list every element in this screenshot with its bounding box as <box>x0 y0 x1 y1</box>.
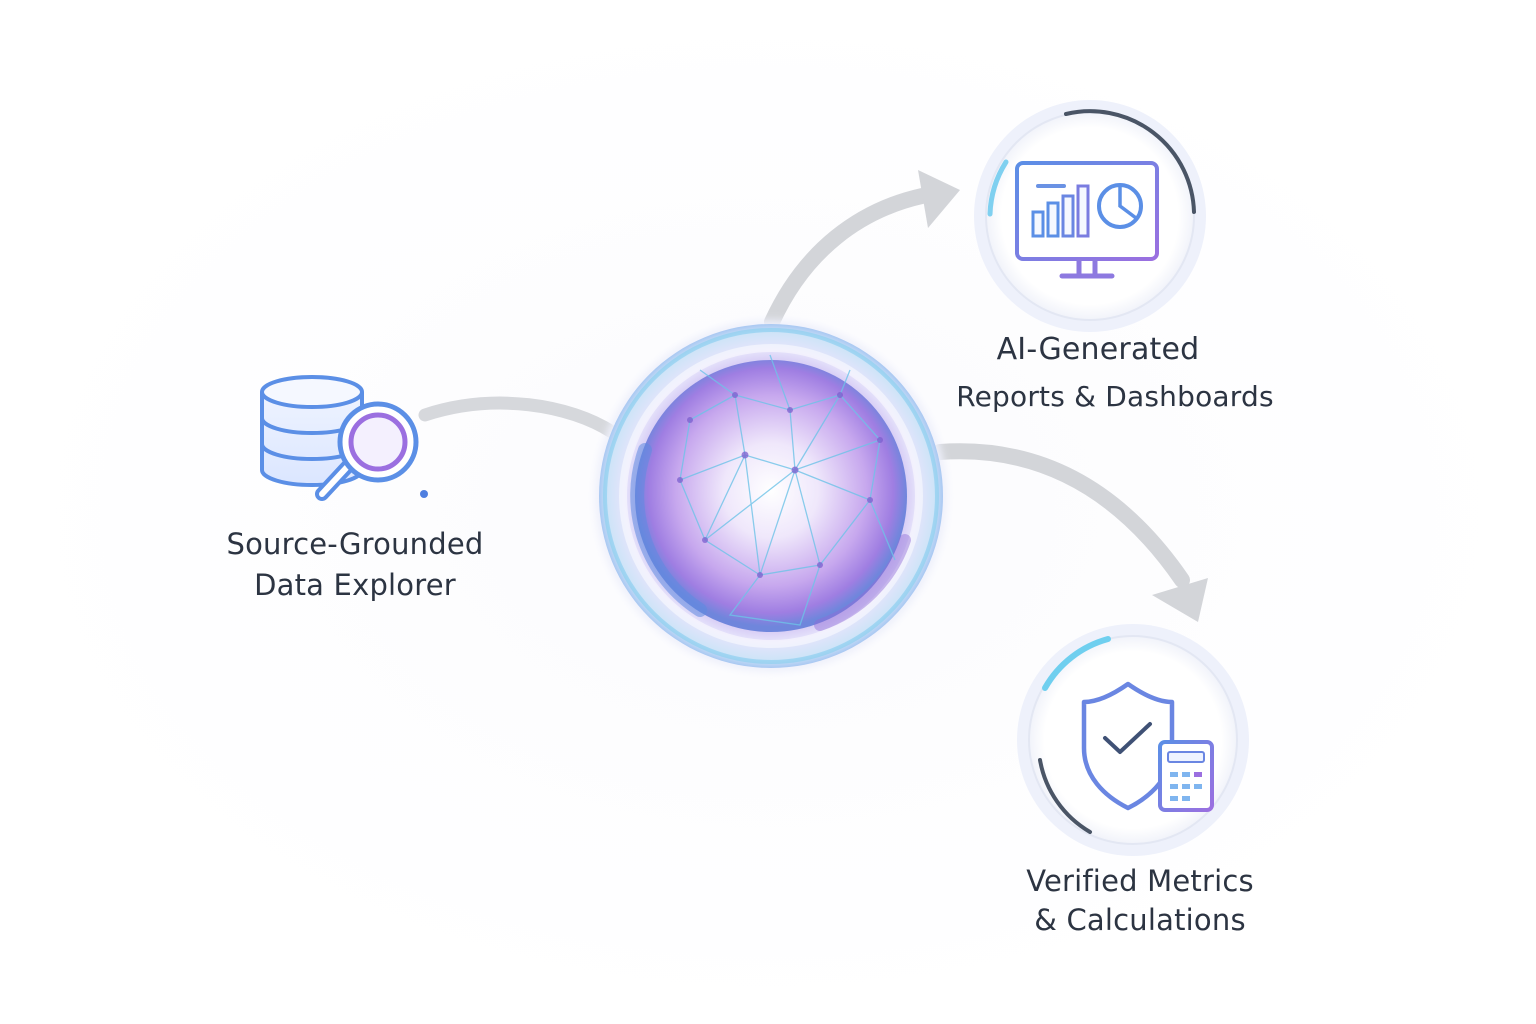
reports-label-line1: AI-Generated <box>996 332 1200 367</box>
monitor-dashboard-icon <box>974 100 1206 332</box>
source-label-line1: Source-Grounded <box>226 527 484 561</box>
source-label-line2: Data Explorer <box>254 567 456 602</box>
database-search-icon <box>260 375 428 501</box>
metrics-label: Verified Metrics & Calculations <box>990 864 1290 938</box>
metrics-label-line1: Verified Metrics <box>1026 864 1254 898</box>
source-label: Source-Grounded Data Explorer <box>190 527 520 603</box>
arrow-core-to-metrics <box>932 443 1208 622</box>
metrics-label-line2: & Calculations <box>1034 902 1246 937</box>
arrow-core-to-reports <box>764 170 960 330</box>
reports-label-line2: Reports & Dashboards <box>956 380 1274 413</box>
reports-label: AI-Generated Reports & Dashboards <box>940 332 1290 414</box>
arrow-source-to-core <box>418 396 619 439</box>
core-neural-network-sphere-icon <box>595 320 947 672</box>
shield-check-calculator-icon <box>1017 624 1249 856</box>
